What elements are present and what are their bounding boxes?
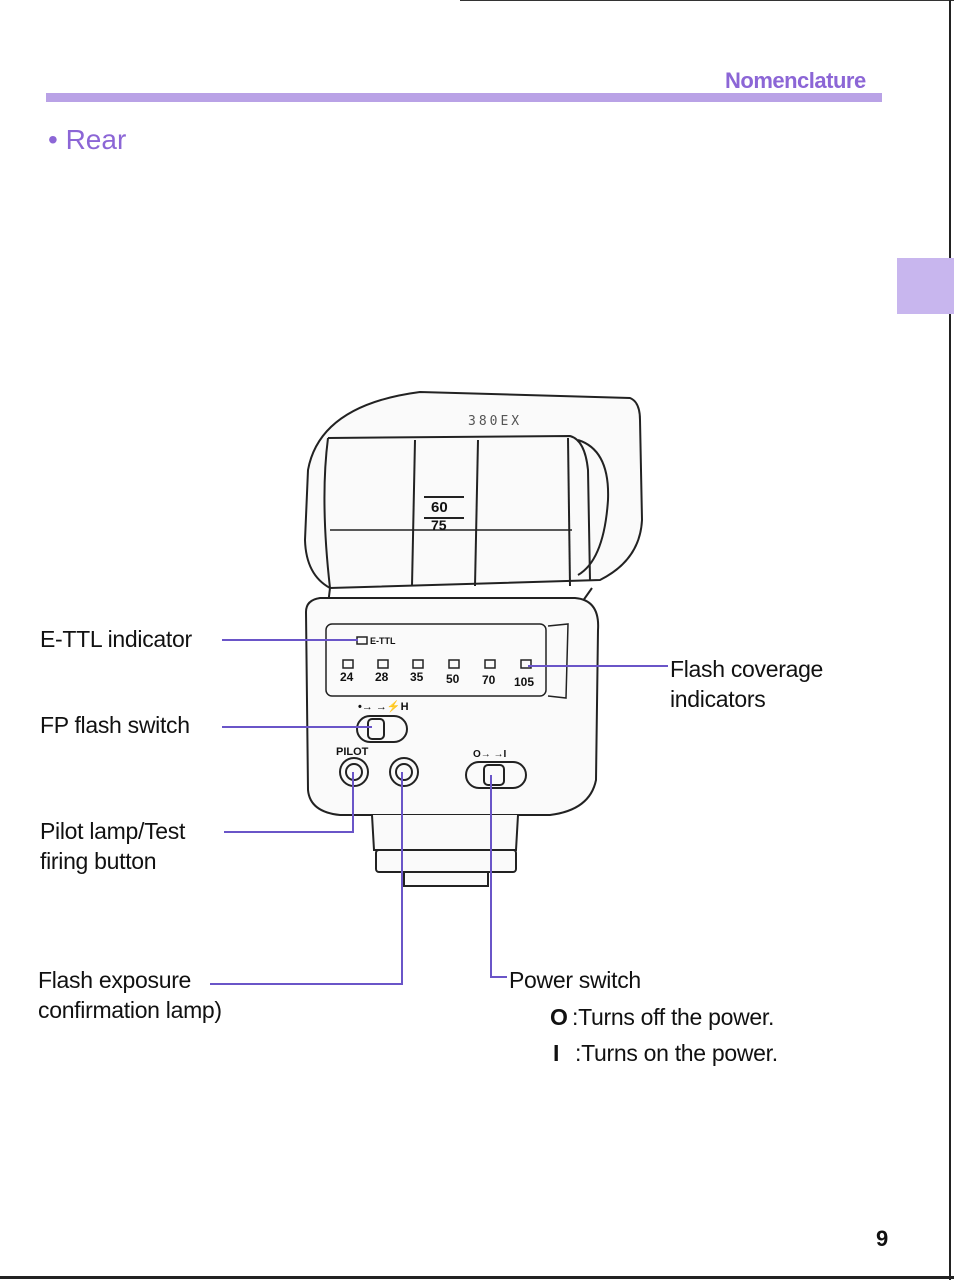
fp-switch-marks: •→ →⚡H <box>358 701 409 713</box>
zoom-scale-60: 60 <box>431 499 448 516</box>
header-rule <box>46 93 882 102</box>
power-on-symbol: I <box>553 1040 560 1066</box>
zoom-value-24: 24 <box>340 670 354 684</box>
power-off-symbol: O <box>550 1004 568 1030</box>
zoom-value-70: 70 <box>482 673 496 687</box>
flash-head <box>303 390 644 590</box>
callout-flash-exposure: Flash exposure confirmation lamp) <box>38 965 222 1025</box>
pilot-label: PILOT <box>336 746 369 758</box>
page-number: 9 <box>876 1226 889 1251</box>
power-switch-marks: O→ →I <box>473 749 507 760</box>
callout-flash-coverage-line1: Flash coverage <box>670 656 824 682</box>
subheading: • Rear <box>48 124 127 155</box>
zoom-value-50: 50 <box>446 672 460 686</box>
section-title: Nomenclature <box>725 68 866 93</box>
power-off-row: O:Turns off the power. <box>550 1002 774 1032</box>
callout-flash-coverage: Flash coverage indicators <box>670 654 823 714</box>
callout-pilot-lamp-line2: firing button <box>40 848 157 874</box>
zoom-value-35: 35 <box>410 670 424 684</box>
flash-body <box>304 597 600 816</box>
callout-flash-exposure-line1: Flash exposure <box>38 967 192 993</box>
frame-right-edge <box>949 0 951 1280</box>
power-off-text: :Turns off the power. <box>572 1004 775 1030</box>
callout-fp-flash-switch: FP flash switch <box>40 712 190 738</box>
callout-power-switch: Power switch <box>509 967 641 993</box>
frame-top-edge <box>460 0 954 1</box>
zoom-value-28: 28 <box>375 670 389 684</box>
callout-ettl-indicator: E-TTL indicator <box>40 626 192 652</box>
thumb-tab <box>897 258 954 314</box>
callout-pilot-lamp: Pilot lamp/Test firing button <box>40 816 185 876</box>
ettl-lcd-label: E-TTL <box>370 636 396 646</box>
zoom-value-105: 105 <box>514 675 535 689</box>
callout-flash-exposure-line2: confirmation lamp) <box>38 997 222 1023</box>
model-name: 380EX <box>468 414 523 429</box>
zoom-scale-75: 75 <box>431 517 447 531</box>
callout-flash-coverage-line2: indicators <box>670 686 766 712</box>
callout-pilot-lamp-line1: Pilot lamp/Test <box>40 818 186 844</box>
power-on-row: I :Turns on the power. <box>553 1038 778 1068</box>
frame-bottom-edge <box>0 1276 954 1279</box>
power-on-text: :Turns on the power. <box>575 1040 778 1066</box>
